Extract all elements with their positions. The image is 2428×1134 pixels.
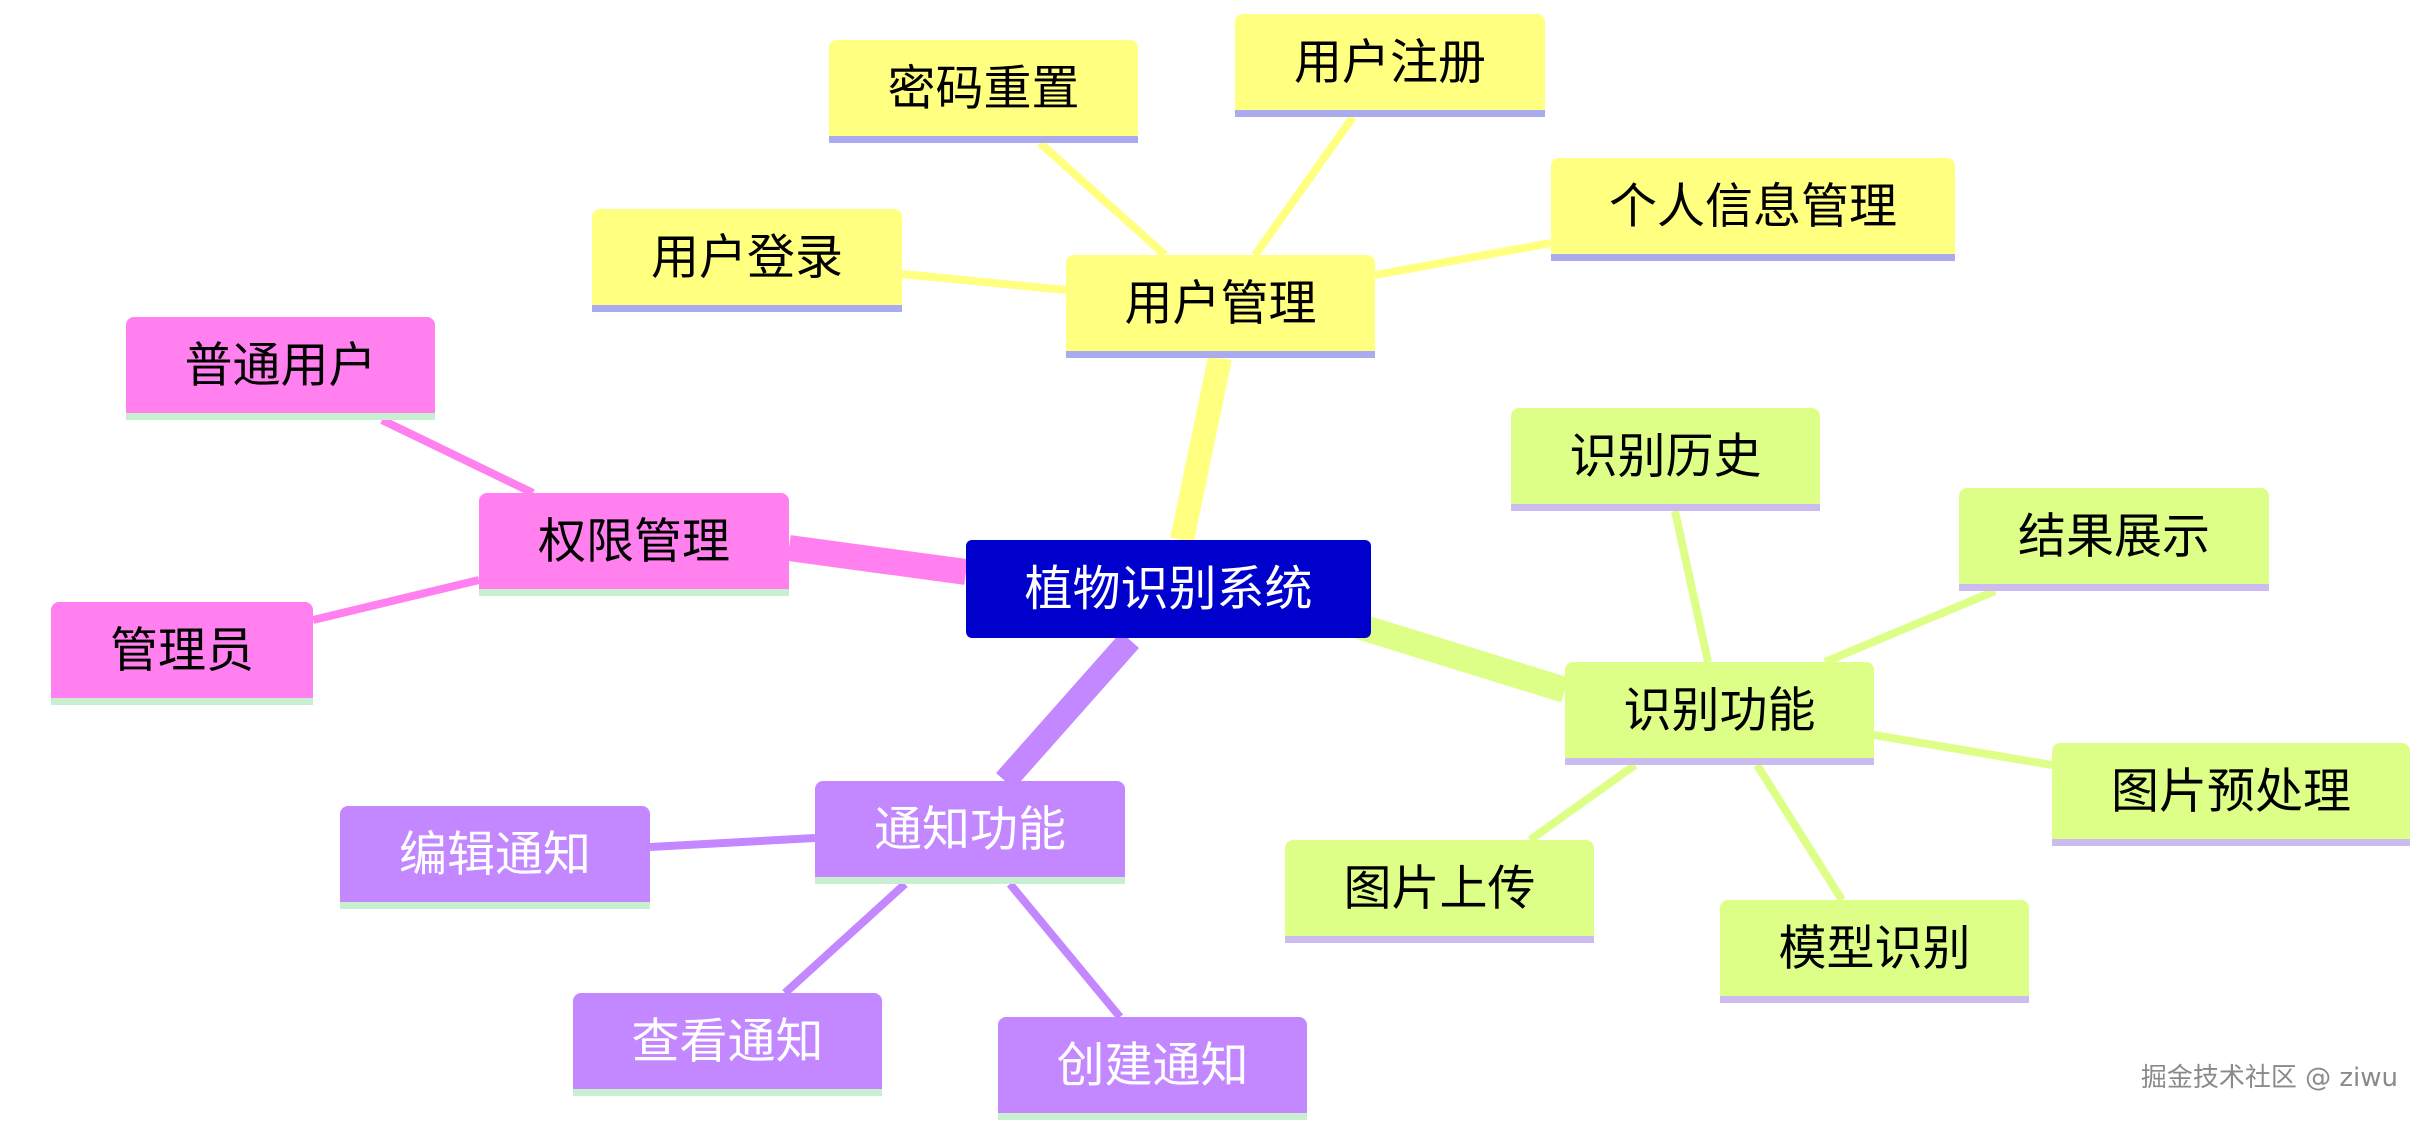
node-box (1720, 900, 2029, 1003)
node-underline (1285, 936, 1594, 943)
node-underline (340, 902, 650, 909)
node-normal-user[interactable]: 普通用户 (126, 317, 435, 420)
node-user[interactable]: 用户管理 (1066, 255, 1375, 358)
edge-recog-to-preprocess (1873, 731, 2053, 769)
edge-user-to-pwd-reset (1037, 140, 1168, 258)
edge-perm-to-normal-user (380, 416, 535, 497)
node-label: 管理员 (110, 623, 254, 679)
node-underline (1235, 110, 1545, 117)
node-box (966, 540, 1371, 638)
node-user-login[interactable]: 用户登录 (592, 209, 902, 312)
node-label: 个人信息管理 (1609, 179, 1897, 235)
node-label: 密码重置 (887, 61, 1079, 117)
node-underline (829, 136, 1138, 143)
node-underline (592, 305, 902, 312)
node-box (126, 317, 435, 420)
node-admin[interactable]: 管理员 (51, 602, 313, 705)
node-label: 用户登录 (651, 230, 843, 286)
node-box (479, 493, 789, 596)
node-box (1551, 158, 1955, 261)
node-label: 用户注册 (1294, 35, 1486, 91)
node-box (1511, 408, 1820, 511)
node-label: 识别功能 (1623, 683, 1815, 739)
node-underline (126, 413, 435, 420)
edge-user-to-user-register (1251, 114, 1357, 258)
node-box (1565, 662, 1874, 765)
node-perm[interactable]: 权限管理 (479, 493, 789, 596)
edge-user-to-profile (1374, 239, 1552, 279)
node-label: 图片上传 (1343, 861, 1535, 917)
node-label: 结果展示 (2018, 509, 2210, 565)
node-underline (573, 1089, 882, 1096)
node-label: 查看通知 (631, 1014, 823, 1070)
node-underline (1959, 584, 2269, 591)
node-label: 编辑通知 (399, 827, 591, 883)
node-label: 模型识别 (1778, 921, 1970, 977)
edge-root-to-user (1170, 355, 1232, 543)
node-notify[interactable]: 通知功能 (815, 781, 1125, 884)
node-preprocess[interactable]: 图片预处理 (2052, 743, 2410, 846)
edge-notify-to-create-notice (1006, 881, 1124, 1020)
node-box (573, 993, 882, 1096)
node-root[interactable]: 植物识别系统 (966, 540, 1371, 638)
node-underline (1511, 504, 1820, 511)
node-edit-notice[interactable]: 编辑通知 (340, 806, 650, 909)
node-box (2052, 743, 2410, 846)
node-box (51, 602, 313, 705)
edge-root-to-notify (996, 632, 1139, 789)
node-create-notice[interactable]: 创建通知 (998, 1017, 1307, 1120)
node-result[interactable]: 结果展示 (1959, 488, 2269, 591)
node-upload[interactable]: 图片上传 (1285, 840, 1594, 943)
node-box (592, 209, 902, 312)
edge-notify-to-view-notice (782, 881, 908, 996)
node-underline (1066, 351, 1375, 358)
node-underline (998, 1113, 1307, 1120)
edge-recog-to-history (1671, 510, 1712, 663)
watermark: 掘金技术社区 @ ziwu (2140, 1063, 2398, 1093)
node-underline (51, 698, 313, 705)
node-underline (1565, 758, 1874, 765)
node-box (1285, 840, 1594, 943)
node-label: 用户管理 (1124, 276, 1316, 332)
node-profile[interactable]: 个人信息管理 (1551, 158, 1955, 261)
node-label: 创建通知 (1056, 1038, 1248, 1094)
node-label: 通知功能 (874, 802, 1066, 858)
node-box (998, 1017, 1307, 1120)
node-underline (1720, 996, 2029, 1003)
node-label: 普通用户 (184, 338, 376, 394)
edge-root-to-perm (787, 535, 968, 585)
edge-recog-to-upload (1527, 761, 1638, 844)
node-underline (1551, 254, 1955, 261)
edge-layer (312, 114, 2053, 1020)
node-label: 权限管理 (538, 514, 730, 570)
node-view-notice[interactable]: 查看通知 (573, 993, 882, 1096)
node-label: 植物识别系统 (1024, 561, 1312, 617)
node-history[interactable]: 识别历史 (1511, 408, 1820, 511)
node-box (829, 40, 1138, 143)
node-underline (479, 589, 789, 596)
node-pwd-reset[interactable]: 密码重置 (829, 40, 1138, 143)
node-box (1235, 14, 1545, 117)
edge-user-to-user-login (901, 270, 1067, 294)
node-box (340, 806, 650, 909)
edge-notify-to-edit-notice (649, 834, 816, 851)
node-recog[interactable]: 识别功能 (1565, 662, 1874, 765)
node-label: 识别历史 (1569, 429, 1761, 485)
node-box (1066, 255, 1375, 358)
node-box (815, 781, 1125, 884)
node-underline (815, 877, 1125, 884)
node-label: 图片预处理 (2111, 764, 2351, 820)
node-box (1959, 488, 2269, 591)
edge-recog-to-model (1753, 762, 1846, 903)
node-underline (2052, 839, 2410, 846)
edge-recog-to-result (1823, 587, 1997, 666)
node-model[interactable]: 模型识别 (1720, 900, 2029, 1003)
edge-perm-to-admin (312, 576, 480, 624)
edge-root-to-recog (1351, 612, 1569, 703)
node-user-register[interactable]: 用户注册 (1235, 14, 1545, 117)
